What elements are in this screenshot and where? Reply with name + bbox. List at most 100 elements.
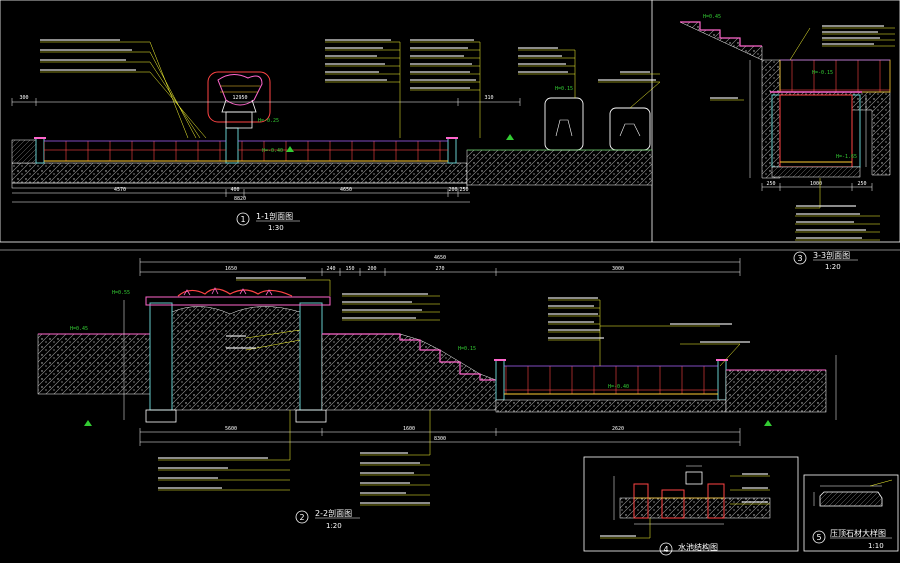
coping-block — [685, 471, 703, 485]
base-layer — [771, 166, 861, 178]
section-3-title: 3-3剖面图 — [813, 250, 850, 260]
elevation-top: H=0.55 — [112, 290, 130, 296]
elevation-water: H=-0.40 — [608, 384, 629, 390]
note-bars — [40, 39, 656, 89]
pool-tiles-right — [238, 141, 448, 161]
base-layer — [11, 182, 468, 189]
coping-stone — [819, 491, 883, 507]
note-bars — [710, 25, 884, 239]
dim-bottom-1: 250 — [766, 181, 775, 187]
leader-lines — [40, 41, 661, 139]
pool-base — [495, 399, 727, 413]
dim-top-2: 12950 — [232, 95, 247, 101]
dim-top-2: 240 — [326, 266, 335, 272]
section-4-title: 水池结构图 — [678, 542, 718, 552]
pool-wall — [717, 359, 727, 401]
elevation-left: H=0.45 — [70, 326, 88, 332]
detail-4-pool-structure: 4 水池结构图 — [600, 465, 771, 556]
elevation-left: H=-0.25 — [258, 118, 279, 124]
wall-left — [633, 483, 649, 519]
dim-top-1: 1650 — [225, 266, 237, 272]
dim-total: 8300 — [434, 436, 446, 442]
stepped-coping — [322, 333, 496, 381]
section-5-title: 压顶石材大样图 — [830, 528, 886, 538]
dim-bottom-2: 1600 — [403, 426, 415, 432]
section-3-number: 3 — [797, 254, 802, 263]
section-3-scale: 1:20 — [825, 263, 841, 271]
elevation-marker-icon — [764, 420, 772, 426]
dim-bottom-5: 250 — [459, 187, 468, 193]
right-planter — [544, 97, 584, 151]
leader-lines — [710, 27, 895, 241]
section-2-number: 2 — [299, 513, 304, 522]
left-ground — [11, 139, 37, 164]
arch-fill — [171, 306, 301, 411]
upper-pool — [779, 59, 891, 93]
right-pillar — [299, 302, 323, 411]
dim-bottom-2: 1000 — [810, 181, 822, 187]
dim-bottom-3: 4650 — [340, 187, 352, 193]
center-pillar — [225, 127, 239, 164]
section-1-1: 300 12950 310 4570 400 4650 200 250 8820… — [11, 39, 661, 232]
section-2-title: 2-2剖面图 — [315, 508, 352, 518]
section-1-scale: 1:30 — [268, 224, 284, 232]
dimension-lines — [749, 60, 873, 191]
section-3-3: 250 1000 250 H=0.45 H=-0.15 H=-1.65 — [679, 14, 895, 271]
stepped-coping — [680, 21, 762, 47]
right-planter — [609, 107, 651, 151]
section-1-number-circle — [236, 212, 250, 226]
section-2-number-circle — [295, 510, 309, 524]
section-1-number: 1 — [240, 215, 245, 224]
section-5-scale: 1:10 — [868, 542, 884, 550]
pool-tiles-left — [44, 141, 226, 161]
detail-5-coping-stone: 5 压顶石材大样图 1:10 — [812, 479, 893, 550]
elevation-marker-icon — [506, 134, 514, 140]
dim-bottom-1: 5600 — [225, 426, 237, 432]
dim-top-3: 150 — [345, 266, 354, 272]
dim-bottom-2: 400 — [230, 187, 239, 193]
elevation-marker-icon — [84, 420, 92, 426]
frame-top — [0, 0, 900, 243]
dim-top-5: 270 — [435, 266, 444, 272]
pillar-footing — [295, 409, 327, 423]
elevation-marker-icon — [286, 146, 294, 152]
section-5-number: 5 — [816, 533, 821, 542]
section-1-title: 1-1剖面图 — [256, 211, 293, 221]
wall-mid — [661, 489, 685, 519]
dim-top-3: 310 — [484, 95, 493, 101]
gravel-layer — [11, 162, 468, 184]
dimension-lines — [613, 465, 724, 525]
dim-top-1: 300 — [19, 95, 28, 101]
pool-wall — [495, 359, 505, 401]
frame-detail-5 — [803, 474, 899, 552]
dim-bottom-3: 250 — [857, 181, 866, 187]
elevation-water: H=-1.65 — [836, 154, 857, 160]
elevation-mid: H=0.15 — [458, 346, 476, 352]
note-bars — [158, 277, 750, 504]
section-4-number-circle — [659, 542, 673, 556]
elevation-right: H=0.15 — [555, 86, 573, 92]
pillar-footing — [145, 409, 177, 423]
left-ground — [37, 333, 151, 395]
dim-top-6: 3000 — [612, 266, 624, 272]
dim-total: 8820 — [234, 196, 246, 202]
section-5-number-circle — [812, 530, 826, 544]
dimension-lines — [123, 258, 837, 446]
elevation-top: H=0.45 — [703, 14, 721, 20]
slope-ground — [321, 333, 497, 411]
top-beam — [145, 296, 331, 306]
planting-top — [177, 288, 293, 297]
dim-top-total: 4650 — [434, 255, 446, 261]
dimension-lines — [11, 98, 521, 203]
elevation-mid: H=-0.15 — [812, 70, 833, 76]
pool-wall — [35, 137, 45, 164]
section-2-scale: 1:20 — [326, 522, 342, 530]
right-ground — [725, 369, 827, 413]
section-2-2: 4650 1650 240 150 200 270 3000 5600 1600… — [37, 255, 837, 530]
pool-tiles — [504, 366, 718, 394]
section-4-number: 4 — [663, 545, 668, 554]
elevation-water: H=-0.40 — [262, 148, 283, 154]
